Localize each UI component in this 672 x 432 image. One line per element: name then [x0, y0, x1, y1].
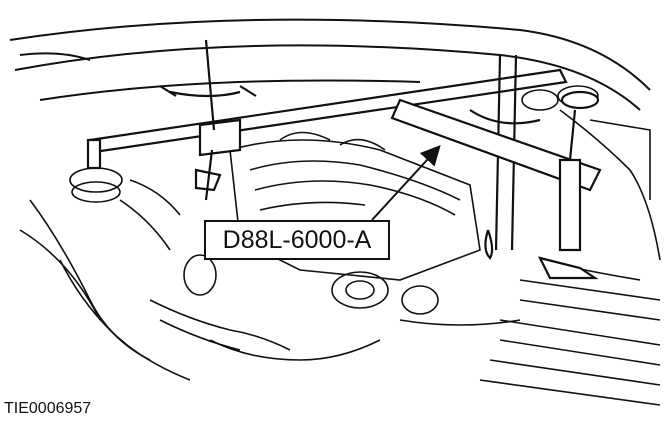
- hood-outline: [9, 18, 651, 111]
- left-components: [19, 167, 521, 381]
- lifting-tool: [86, 39, 602, 280]
- leader-arrow: [371, 145, 441, 221]
- engine-block: [183, 131, 481, 315]
- illustration-id: TIE0006957: [4, 400, 92, 417]
- tool-number-text: D88L-6000-A: [222, 225, 372, 254]
- tool-number-callout: D88L-6000-A: [204, 220, 390, 260]
